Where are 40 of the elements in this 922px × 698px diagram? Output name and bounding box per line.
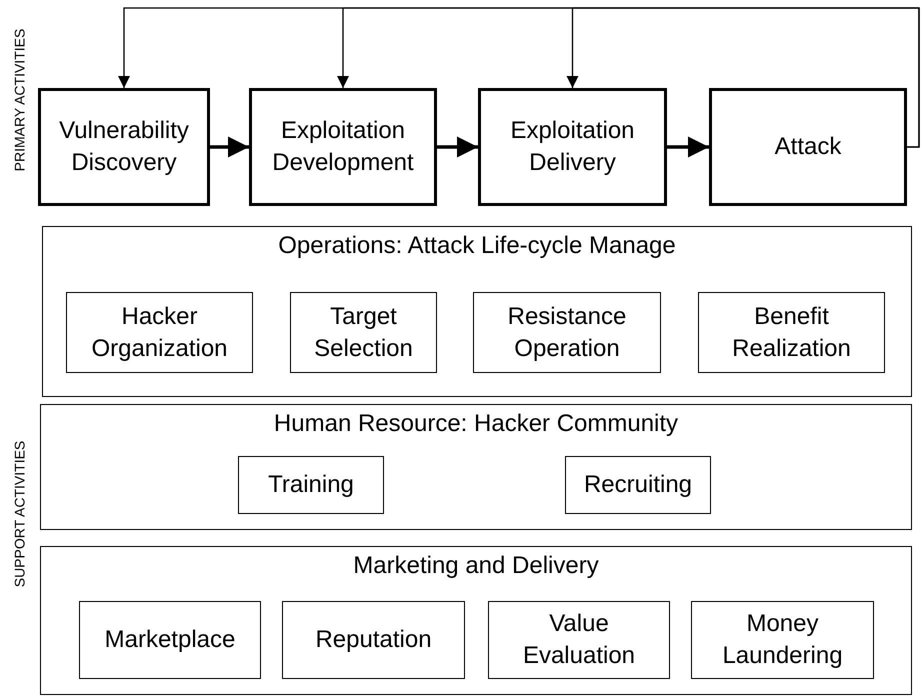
process-box <box>473 292 661 373</box>
box-label: Value Evaluation <box>522 609 636 671</box>
process-box <box>478 88 667 206</box>
box-label: Hacker Organization <box>90 302 229 364</box>
process-box <box>488 601 670 679</box>
box-label: Exploitation Delivery <box>509 116 636 178</box>
arrow <box>437 136 478 158</box>
panel-heading: Marketing and Delivery <box>352 551 600 581</box>
group-panel <box>42 226 912 397</box>
box-label: Attack <box>774 132 842 162</box>
box-label: Training <box>267 470 355 500</box>
box-label: Vulnerability Discovery <box>58 116 190 178</box>
group-panel <box>40 546 912 695</box>
process-box <box>691 601 874 679</box>
process-box <box>565 456 711 514</box>
arrow <box>210 136 249 158</box>
group-panel <box>40 404 912 530</box>
box-label: Exploitation Development <box>271 116 415 178</box>
process-box <box>38 88 210 206</box>
box-label: Recruiting <box>582 470 694 500</box>
process-box <box>290 292 437 373</box>
process-box <box>66 292 253 373</box>
process-box <box>238 456 384 514</box>
box-label: Target Selection <box>313 302 414 364</box>
process-box <box>282 601 465 679</box>
process-box <box>698 292 885 373</box>
panel-heading: Human Resource: Hacker Community <box>272 409 680 439</box>
box-label: Resistance Operation <box>506 302 628 364</box>
box-label: Reputation <box>314 625 433 655</box>
process-box <box>79 601 261 679</box>
panel-heading: Operations: Attack Life-cycle Manage <box>277 231 677 261</box>
arrow <box>667 136 709 158</box>
side-label: PRIMARY ACTIVITIES <box>10 28 28 172</box>
side-label: SUPPORT ACTIVITIES <box>10 440 28 588</box>
box-label: Marketplace <box>104 625 236 655</box>
arrow <box>566 7 920 148</box>
box-label: Benefit Realization <box>731 302 852 364</box>
box-label: Money Laundering <box>721 609 844 671</box>
process-box <box>249 88 437 206</box>
process-box <box>709 88 907 206</box>
